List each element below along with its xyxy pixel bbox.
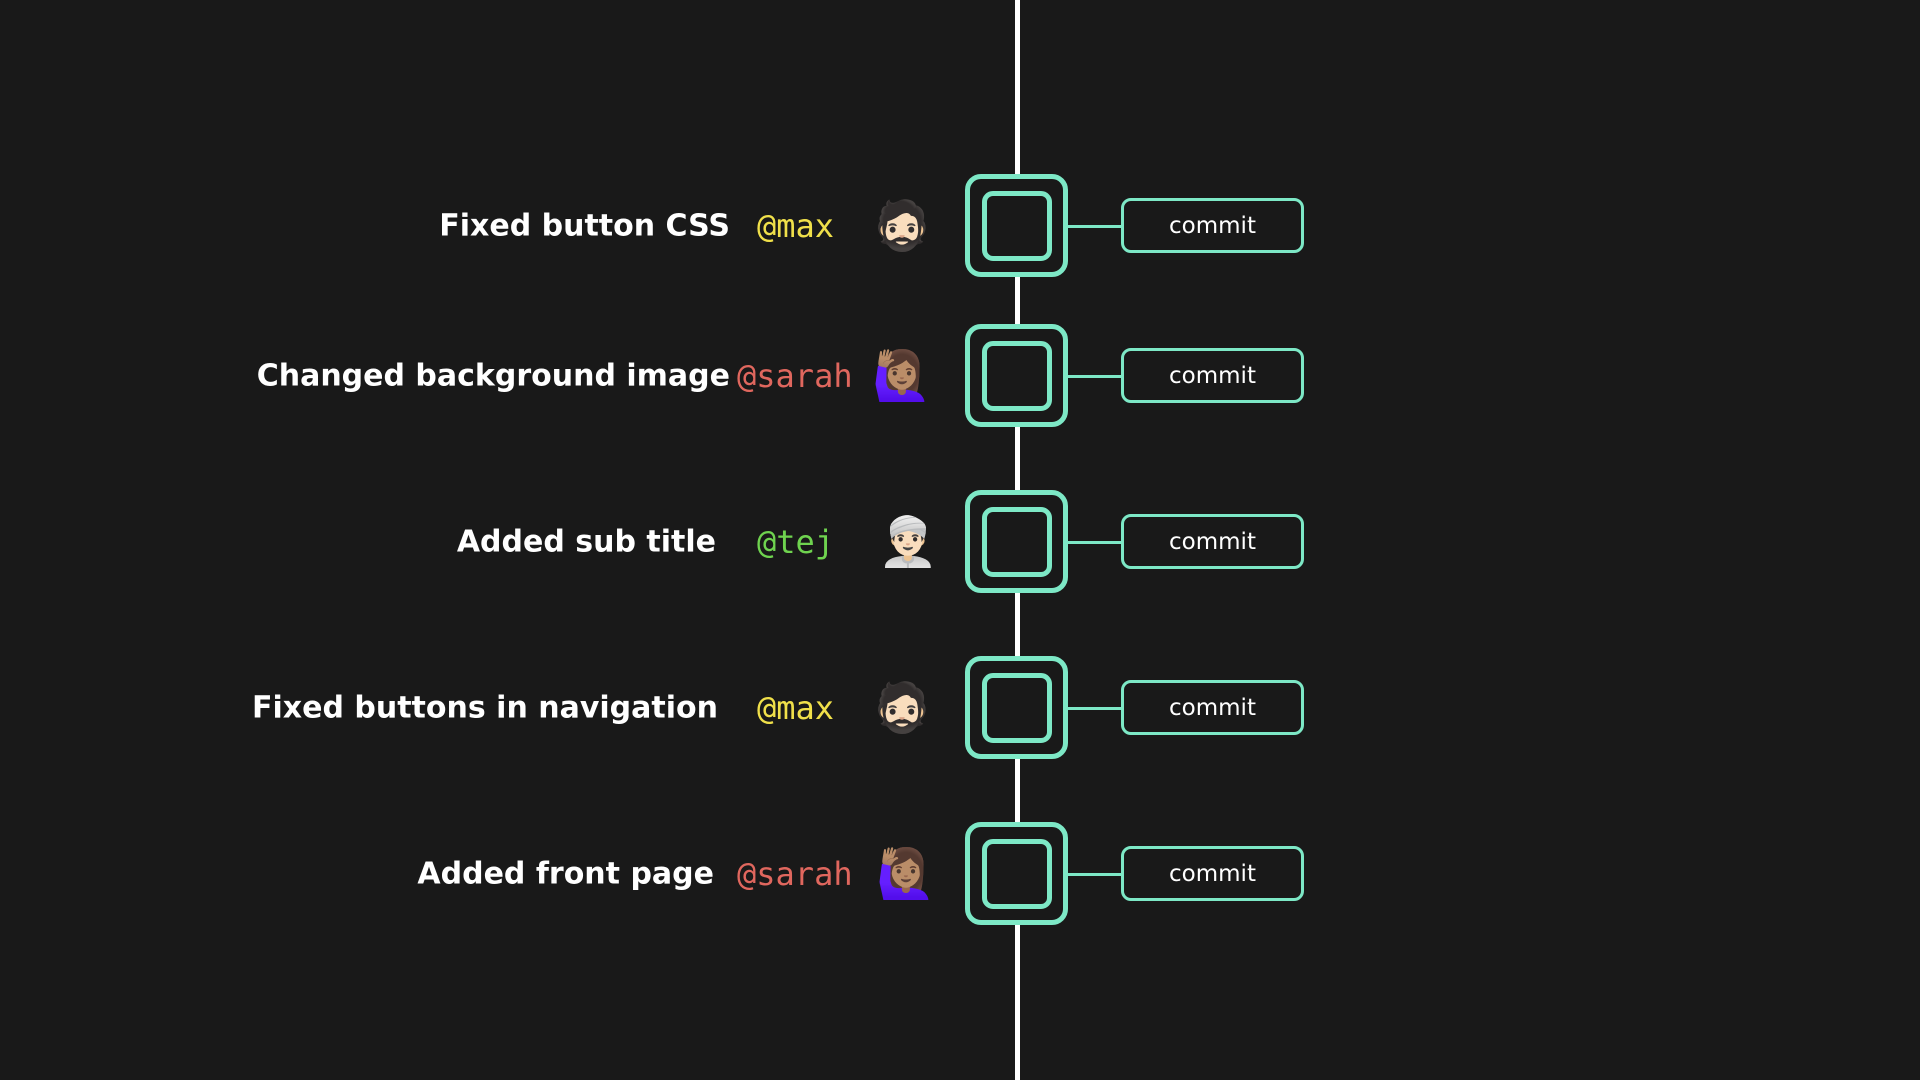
commit-label-box[interactable]: commit	[1121, 846, 1304, 901]
commit-node[interactable]	[965, 174, 1068, 277]
commit-message: Fixed buttons in navigation	[251, 690, 718, 726]
commit-author: @sarah	[737, 357, 853, 395]
commit-label-box[interactable]: commit	[1121, 514, 1304, 569]
commit-row: Fixed buttons in navigation @max 🧔🏻 comm…	[0, 656, 1920, 760]
commit-node-inner	[982, 673, 1052, 743]
commit-label-box[interactable]: commit	[1121, 198, 1304, 253]
commit-message: Changed background image	[256, 358, 730, 394]
commit-row: Added front page @sarah 🙋🏽‍♀️ commit	[0, 822, 1920, 926]
commit-author: @max	[757, 207, 835, 245]
commit-author: @max	[757, 689, 835, 727]
commit-label-box[interactable]: commit	[1121, 680, 1304, 735]
commit-node[interactable]	[965, 656, 1068, 759]
commit-node-inner	[982, 839, 1052, 909]
node-connector	[1068, 225, 1122, 228]
node-connector	[1068, 707, 1122, 710]
bearded-man-emoji-icon: 🧔🏻	[872, 198, 932, 254]
man-with-turban-emoji-icon: 👳🏻‍♂️	[878, 514, 938, 570]
commit-author: @sarah	[737, 855, 853, 893]
node-connector	[1068, 873, 1122, 876]
commit-node-inner	[982, 191, 1052, 261]
commit-author: @tej	[757, 523, 835, 561]
commit-label-box[interactable]: commit	[1121, 348, 1304, 403]
commit-row: Changed background image @sarah 🙋🏽‍♀️ co…	[0, 324, 1920, 428]
node-connector	[1068, 541, 1122, 544]
node-connector	[1068, 375, 1122, 378]
bearded-man-emoji-icon: 🧔🏻	[872, 680, 932, 736]
commit-row: Fixed button CSS @max 🧔🏻 commit	[0, 174, 1920, 278]
woman-raising-hand-emoji-icon: 🙋🏽‍♀️	[876, 846, 936, 902]
commit-node-inner	[982, 341, 1052, 411]
woman-raising-hand-emoji-icon: 🙋🏽‍♀️	[872, 348, 932, 404]
commit-node[interactable]	[965, 822, 1068, 925]
commit-message: Fixed button CSS	[439, 208, 730, 244]
commit-message: Added front page	[417, 856, 714, 892]
commit-node[interactable]	[965, 324, 1068, 427]
commit-node-inner	[982, 507, 1052, 577]
commit-row: Added sub title @tej 👳🏻‍♂️ commit	[0, 490, 1920, 594]
commit-node[interactable]	[965, 490, 1068, 593]
commit-message: Added sub title	[456, 524, 716, 560]
